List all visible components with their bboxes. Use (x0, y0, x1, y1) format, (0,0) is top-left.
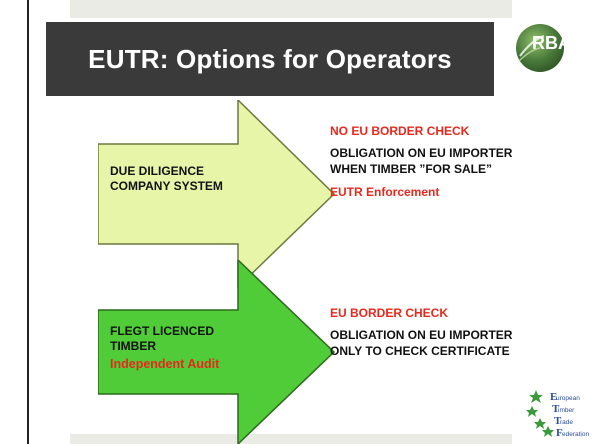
svg-text:T: T (554, 415, 562, 427)
title-bar: EUTR: Options for Operators (46, 22, 494, 96)
flegt-label: FLEGT LICENCED TIMBER (110, 324, 214, 353)
svg-text:uropean: uropean (556, 395, 580, 402)
option2-obligation-text: OBLIGATION ON EU IMPORTER ONLY TO CHECK … (330, 328, 513, 358)
svg-text:E: E (550, 391, 557, 403)
option1-description: NO EU BORDER CHECK OBLIGATION ON EU IMPO… (330, 124, 520, 199)
rba-logo-icon (516, 24, 564, 72)
bottom-strip (70, 434, 512, 444)
flegt-arrow-shape (98, 260, 336, 444)
independent-audit-label: Independent Audit (110, 357, 220, 371)
top-strip (70, 0, 512, 18)
rba-logo-text: RBA (532, 33, 571, 53)
etf-logo-text: uropean imber rade ederation (556, 395, 589, 438)
due-diligence-label: DUE DILIGENCE COMPANY SYSTEM (110, 164, 223, 193)
option2-description: EU BORDER CHECK OBLIGATION ON EU IMPORTE… (330, 306, 520, 359)
svg-text:T: T (552, 403, 560, 415)
svg-text:ederation: ederation (562, 431, 589, 438)
due-diligence-arrow-shape (98, 100, 336, 288)
eutr-enforcement-text: EUTR Enforcement (330, 185, 440, 199)
svg-text:F: F (556, 427, 563, 439)
left-border-line (27, 0, 29, 444)
etf-logo-icon: E T T F (526, 390, 563, 439)
eu-border-check-text: EU BORDER CHECK (330, 306, 449, 320)
slide-title: EUTR: Options for Operators (88, 43, 452, 74)
no-border-check-text: NO EU BORDER CHECK (330, 124, 470, 138)
svg-text:imber: imber (558, 407, 575, 414)
option1-obligation-text: OBLIGATION ON EU IMPORTER WHEN TIMBER ”F… (330, 146, 513, 176)
svg-text:rade: rade (560, 419, 573, 426)
